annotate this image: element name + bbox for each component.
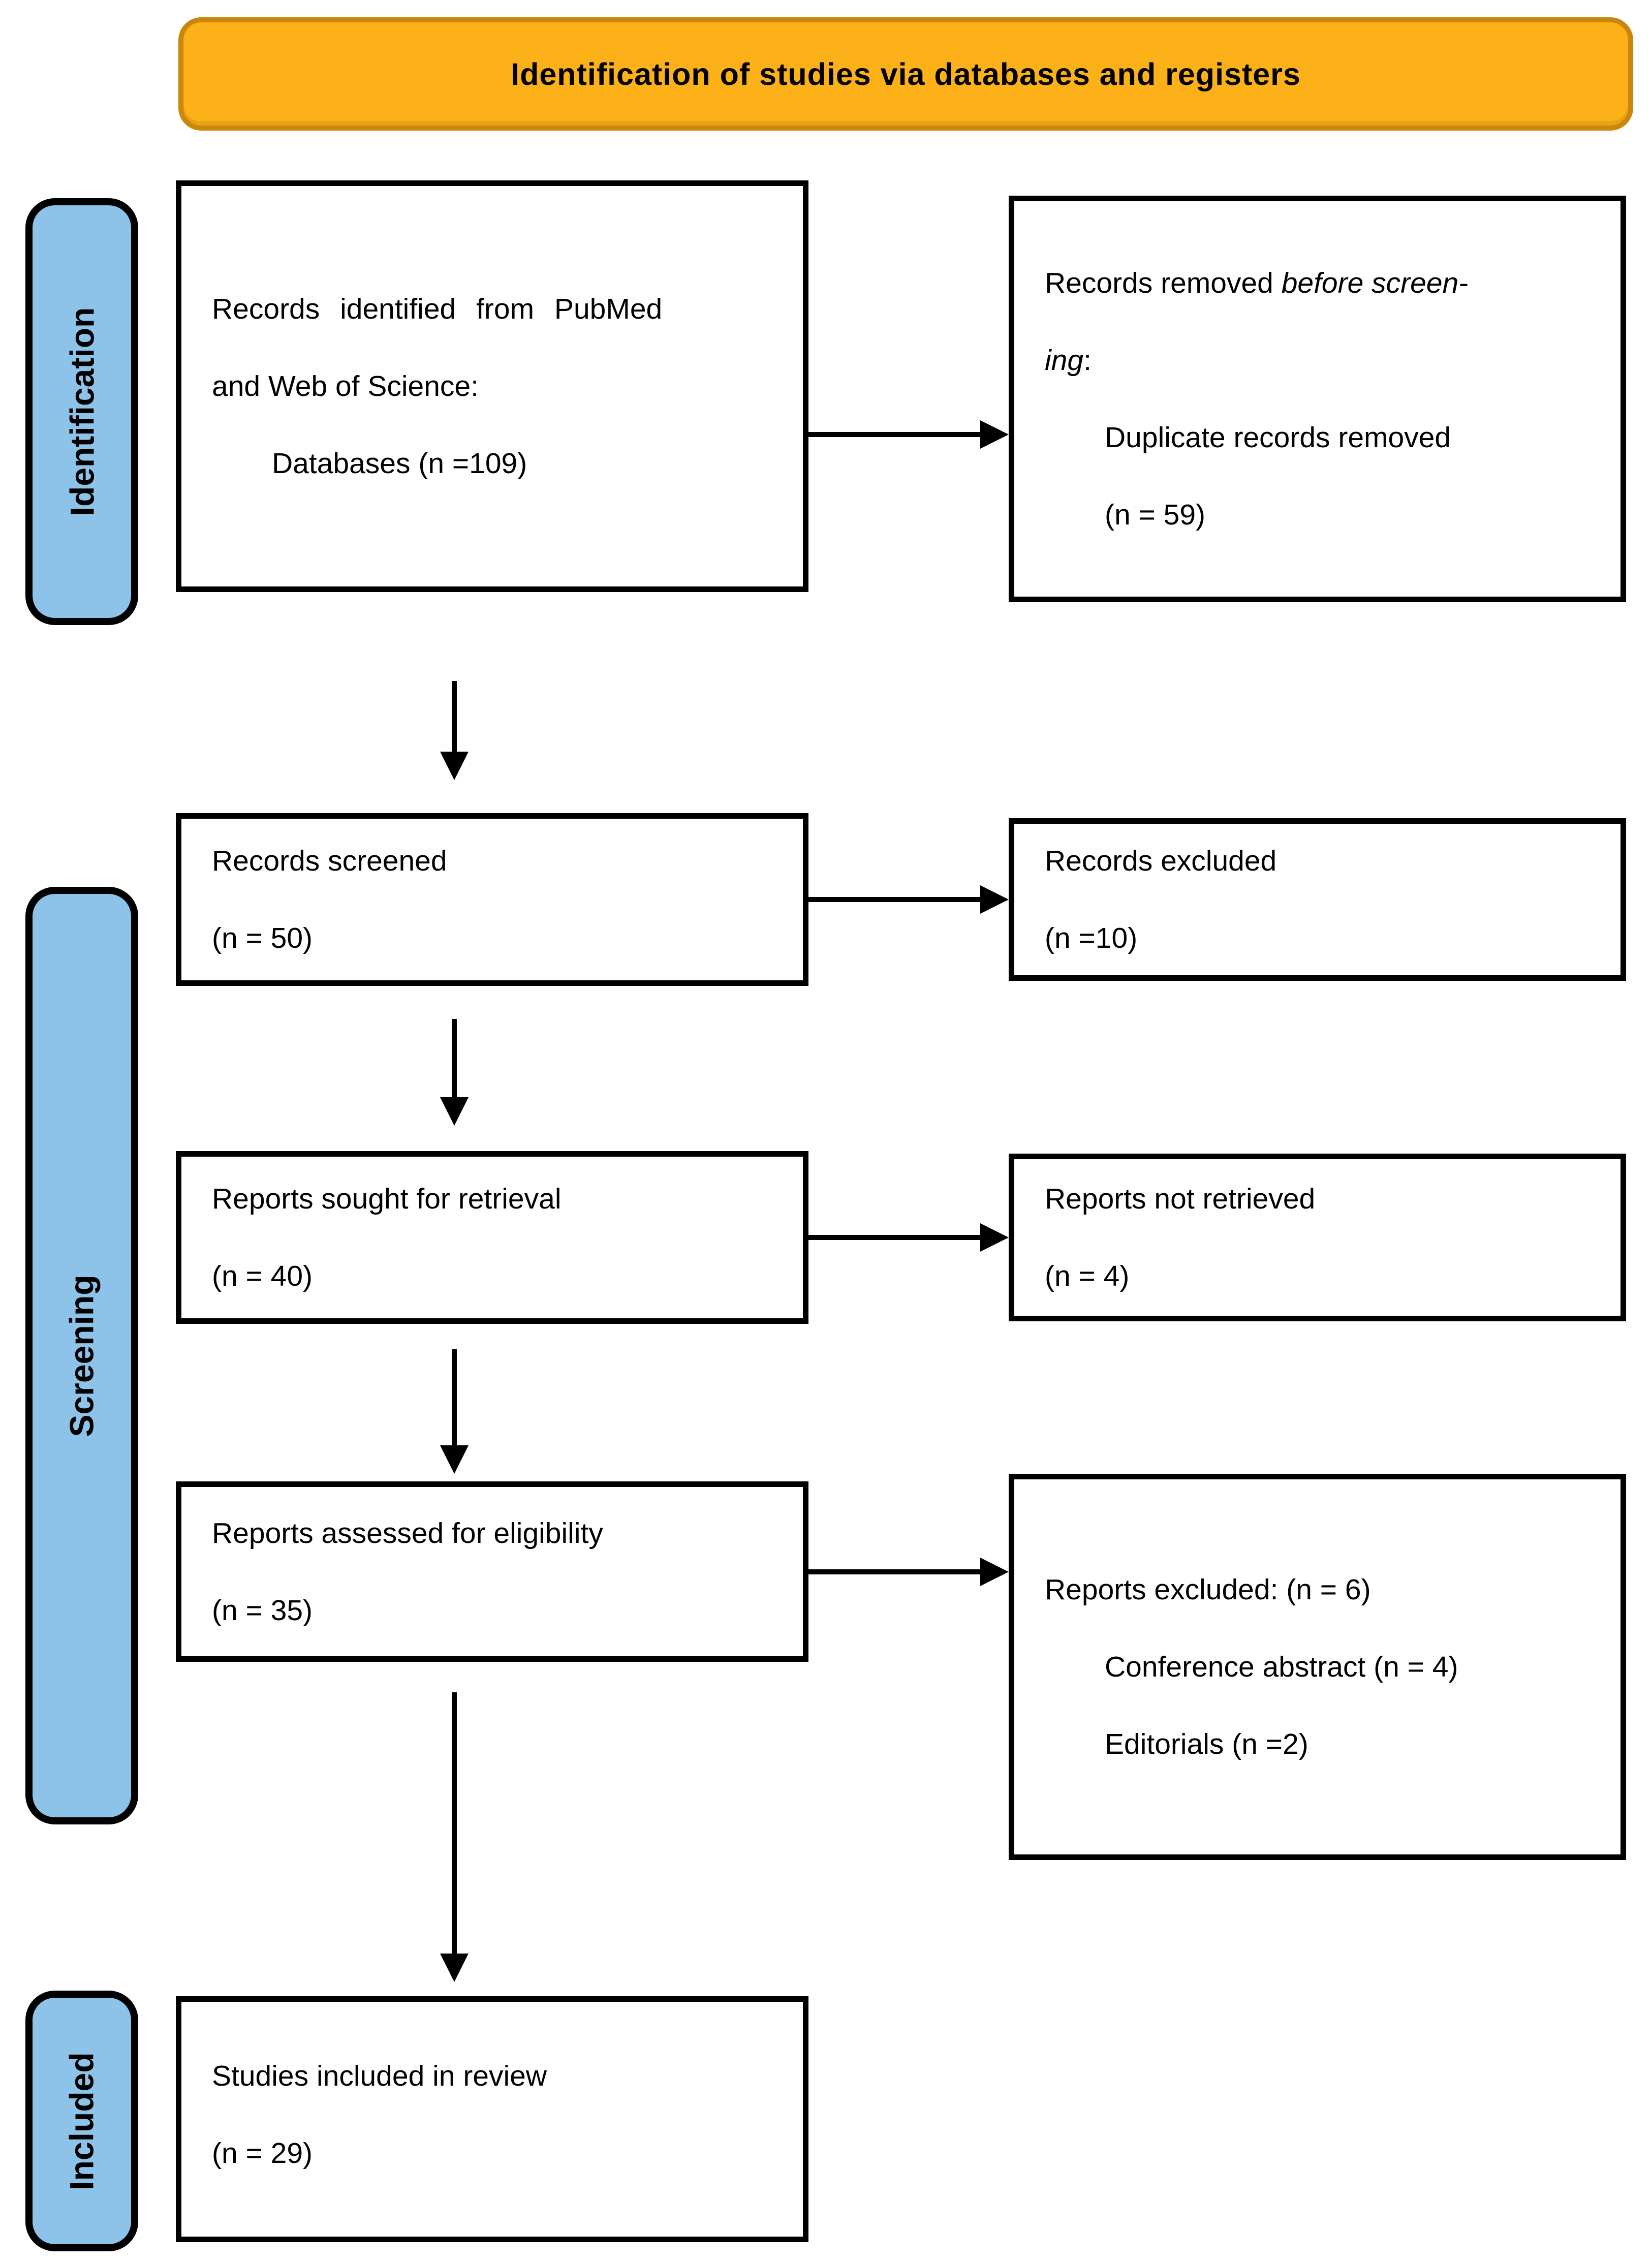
- arrow-stem: [452, 681, 457, 752]
- box-records-removed-line1: Records removed before screen-: [1045, 244, 1590, 322]
- arrow-screened-to-excluded: [808, 885, 1009, 914]
- box-reports-sought-line1: Reports sought for retrieval: [212, 1183, 562, 1215]
- box-records-screened: Records screened (n = 50): [176, 813, 808, 986]
- box-reports-excluded-line3: Editorials (n =2): [1105, 1728, 1308, 1760]
- box-records-removed-line4: (n = 59): [1105, 499, 1206, 531]
- box-studies-included-line1: Studies included in review: [212, 2060, 547, 2092]
- arrow-head-right-icon: [980, 1223, 1009, 1252]
- box-records-removed-line2: ing:: [1045, 322, 1590, 399]
- arrow-head-down-icon: [440, 1954, 469, 1982]
- arrow-sought-to-not-retrieved: [808, 1223, 1009, 1252]
- box-records-excluded: Records excluded (n =10): [1009, 818, 1626, 981]
- box-reports-not-retrieved: Reports not retrieved (n = 4): [1009, 1154, 1626, 1321]
- box-records-removed-line1-italic: before screen-: [1281, 267, 1469, 299]
- box-records-identified: Records identified from PubMed and Web o…: [176, 180, 808, 592]
- stage-label-screening: Screening: [25, 887, 138, 1824]
- box-records-identified-line3: Databases (n =109): [272, 447, 527, 480]
- box-records-excluded-line2: (n =10): [1045, 922, 1138, 954]
- box-reports-assessed-line1: Reports assessed for eligibility: [212, 1516, 603, 1550]
- box-records-identified-line1: Records identified from PubMed: [212, 293, 663, 325]
- banner-title: Identification of studies via databases …: [511, 56, 1301, 91]
- arrow-assessed-to-included: [440, 1692, 469, 1982]
- arrow-stem: [452, 1349, 457, 1445]
- box-records-excluded-line1: Records excluded: [1045, 845, 1277, 877]
- arrow-head-right-icon: [980, 885, 1009, 914]
- stage-label-identification: Identification: [25, 198, 138, 625]
- box-reports-assessed: Reports assessed for eligibility (n = 35…: [176, 1481, 808, 1662]
- box-studies-included-line2: (n = 29): [212, 2137, 313, 2170]
- box-records-removed-line2-italic: ing: [1045, 344, 1084, 377]
- box-records-removed-line3: Duplicate records removed: [1105, 421, 1451, 454]
- arrow-head-right-icon: [980, 420, 1009, 449]
- box-records-removed-line2-normal: :: [1083, 344, 1092, 377]
- box-reports-excluded: Reports excluded: (n = 6) Conference abs…: [1009, 1474, 1626, 1860]
- arrow-identified-to-removed: [808, 420, 1009, 449]
- box-records-screened-line2: (n = 50): [212, 922, 313, 954]
- box-reports-excluded-line1: Reports excluded: (n = 6): [1045, 1573, 1371, 1606]
- box-reports-not-retrieved-line2: (n = 4): [1045, 1260, 1130, 1292]
- arrow-stem: [808, 432, 980, 437]
- arrow-sought-to-assessed: [440, 1349, 469, 1474]
- arrow-stem: [808, 1569, 980, 1574]
- arrow-head-down-icon: [440, 1097, 469, 1126]
- banner: Identification of studies via databases …: [178, 17, 1633, 131]
- stage-label-included-text: Included: [63, 2052, 101, 2190]
- arrow-assessed-to-reports-excluded: [808, 1558, 1009, 1586]
- arrow-screened-to-sought: [440, 1019, 469, 1126]
- arrow-stem: [808, 1235, 980, 1240]
- box-reports-sought: Reports sought for retrieval (n = 40): [176, 1151, 808, 1324]
- arrow-stem: [808, 897, 980, 902]
- box-reports-not-retrieved-line1: Reports not retrieved: [1045, 1183, 1316, 1215]
- box-reports-sought-line2: (n = 40): [212, 1260, 313, 1292]
- box-reports-assessed-line2: (n = 35): [212, 1594, 313, 1627]
- box-records-removed-line1-normal: Records removed: [1045, 267, 1282, 299]
- box-records-screened-line1: Records screened: [212, 845, 447, 877]
- arrow-stem: [452, 1692, 457, 1954]
- box-records-identified-line2: and Web of Science:: [212, 370, 479, 402]
- arrow-head-right-icon: [980, 1558, 1009, 1586]
- stage-label-screening-text: Screening: [63, 1274, 101, 1437]
- arrow-head-down-icon: [440, 1445, 469, 1474]
- stage-label-identification-text: Identification: [63, 307, 101, 516]
- arrow-head-down-icon: [440, 752, 469, 780]
- arrow-identified-to-screened: [440, 681, 469, 780]
- arrow-stem: [452, 1019, 457, 1097]
- box-studies-included: Studies included in review (n = 29): [176, 1996, 808, 2242]
- stage-label-included: Included: [25, 1991, 138, 2251]
- box-reports-excluded-line2: Conference abstract (n = 4): [1105, 1651, 1458, 1683]
- box-records-removed-before-screening: Records removed before screen- ing: Dupl…: [1009, 196, 1626, 602]
